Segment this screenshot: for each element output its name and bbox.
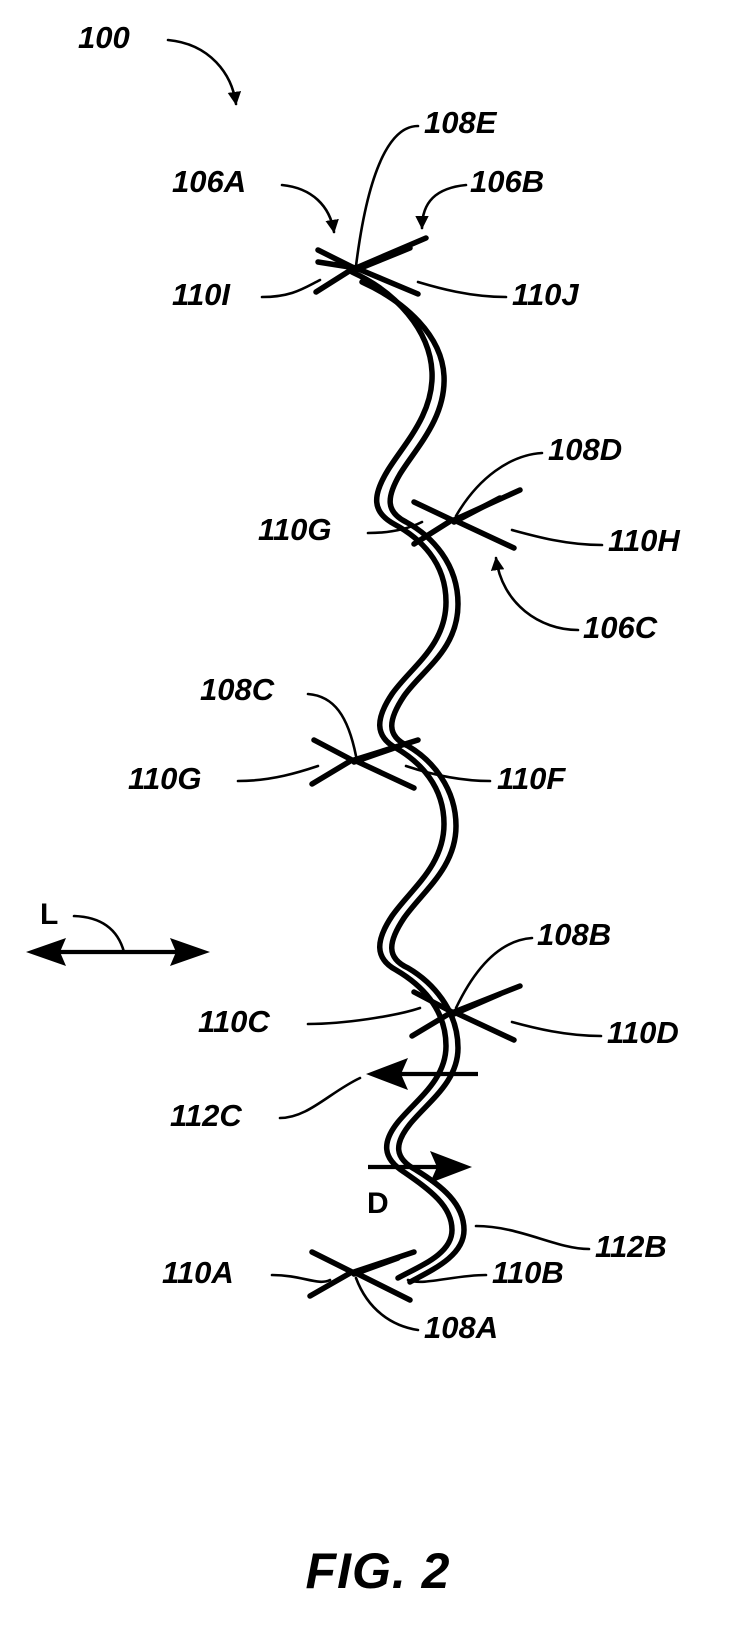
leader-L (72, 914, 126, 954)
leader-100 (166, 38, 242, 106)
reference-label: 106A (172, 164, 246, 199)
longitudinal-arrow-head-left (26, 938, 66, 966)
reference-label: 108B (537, 917, 611, 952)
reference-label: 110F (497, 761, 566, 796)
leader-106A (280, 183, 339, 234)
reference-label: 110J (512, 277, 579, 312)
strut-node-108E-upper-left (315, 259, 359, 271)
reference-label: 112B (595, 1229, 667, 1264)
strut-110G-left (309, 737, 355, 787)
deflection-lower-head (430, 1151, 472, 1183)
axis-label-deflection: D (367, 1187, 389, 1220)
leader-110A (270, 1273, 332, 1284)
reference-label: 106B (470, 164, 544, 199)
node-108A (307, 1249, 417, 1303)
deflection-arrow-upper (366, 1058, 478, 1090)
strut-110I (313, 247, 357, 295)
leader-108E (354, 124, 420, 268)
wire-edge-inner (359, 279, 467, 1285)
strut-108D-mid (451, 495, 503, 525)
reference-label: 108A (424, 1310, 498, 1345)
strut-node-108E-lower-right (353, 245, 413, 273)
leader-108A (354, 1276, 420, 1332)
reference-label-layer: 100 108E 106A 106B 110I 110J 108D 110G 110H 106C 1… (78, 20, 680, 1345)
leader-108C (306, 692, 358, 758)
reference-label: 110A (162, 1255, 234, 1290)
leader-110J (416, 280, 508, 299)
node-108C (309, 737, 421, 791)
longitudinal-arrow-head-right (170, 938, 210, 966)
reference-label: 110C (198, 1004, 270, 1039)
leader-106B (415, 183, 468, 230)
leader-lines (72, 38, 604, 1332)
strut-108B-mid (451, 991, 503, 1017)
node-108D (411, 487, 523, 551)
leader-112C (278, 1076, 362, 1120)
reference-label: 110B (492, 1255, 564, 1290)
deflection-upper-head (366, 1058, 408, 1090)
reference-label: 110D (607, 1015, 679, 1050)
reference-label: 108C (200, 672, 275, 707)
reference-label: 108D (548, 432, 622, 467)
leader-110D (510, 1020, 603, 1038)
reference-label: 106C (583, 610, 658, 645)
wire-edge-outer (349, 269, 455, 1281)
strut-108C-mid (351, 743, 403, 765)
strut-108A-mid (351, 1255, 401, 1277)
reference-label: 110G (128, 761, 202, 796)
leader-110G-1 (236, 764, 320, 783)
leader-110B (406, 1273, 488, 1284)
reference-label: 110H (608, 523, 680, 558)
strut-110A (307, 1249, 355, 1299)
longitudinal-double-arrow (26, 938, 210, 966)
leader-110I (260, 278, 322, 299)
leader-110H (510, 528, 604, 547)
reference-label: 100 (78, 20, 130, 55)
leader-108B (454, 936, 534, 1010)
figure-caption: FIG. 2 (306, 1543, 451, 1599)
leader-110G-2 (366, 520, 424, 535)
reference-label: 112C (170, 1098, 242, 1133)
node-108B (409, 983, 523, 1043)
leader-112B (474, 1224, 591, 1251)
deflection-arrow-lower (368, 1151, 472, 1183)
leader-110C (306, 1006, 422, 1026)
leader-108D (454, 451, 544, 518)
reference-label: 110I (172, 277, 231, 312)
leader-106C (490, 556, 580, 632)
reference-label: 108E (424, 105, 498, 140)
axis-label-longitudinal: L (40, 898, 58, 931)
reference-label: 110G (258, 512, 332, 547)
serpentine-wire-body (349, 269, 467, 1285)
node-108E (313, 235, 429, 297)
leader-110F (404, 764, 492, 783)
